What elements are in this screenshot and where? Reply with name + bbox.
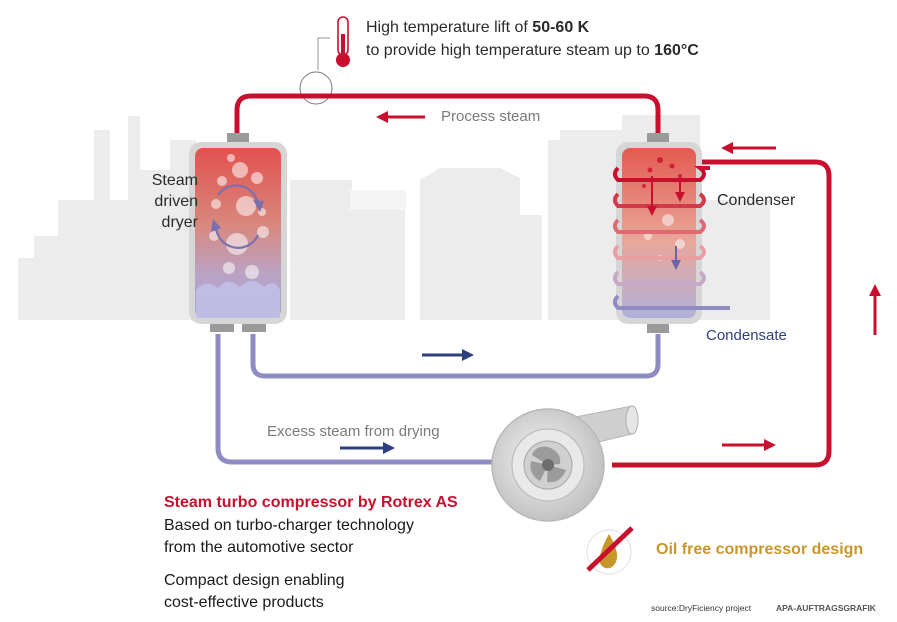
turbo-compressor-icon: [491, 405, 639, 522]
excess-steam-label: Excess steam from drying: [267, 423, 440, 440]
source-credit: source:DryFiciency project: [651, 603, 752, 613]
return-arrow-right: [869, 284, 881, 335]
dryer-label-line-1: Steam: [151, 172, 198, 189]
header-line-1: High temperature lift of 50-60 K: [366, 19, 589, 37]
dryer-label-line-3: dryer: [161, 214, 198, 231]
magnifier-circle: [299, 71, 333, 105]
header-line-2-text: to provide high temperature steam up to: [366, 42, 655, 59]
dryer-label-line-2: driven: [154, 193, 198, 210]
process-steam-label: Process steam: [441, 108, 541, 125]
compressor-desc-line-2: from the automotive sector: [164, 539, 354, 556]
return-arrow-top: [721, 142, 776, 154]
header-line-1-value: 50-60 K: [532, 19, 590, 36]
excess-steam-pipe: [215, 334, 492, 465]
dryer-label: Steam driven dryer: [118, 170, 198, 233]
header-line-1-text: High temperature lift of: [366, 19, 533, 36]
apa-credit: APA-AUFTRAGSGRAFIK: [776, 603, 876, 613]
steam-dryer-tank: [189, 133, 287, 332]
compact-line-1: Compact design enabling: [164, 572, 345, 589]
no-oil-icon: [586, 526, 634, 575]
condenser-tank: [613, 133, 790, 333]
header-line-2-value: 160°C: [654, 42, 699, 59]
thermometer-icon: [317, 16, 350, 70]
header-line-2: to provide high temperature steam up to …: [366, 42, 699, 60]
condensate-pipe: [250, 334, 661, 379]
compressor-title: Steam turbo compressor by Rotrex AS: [164, 494, 458, 511]
compressor-desc-line-1: Based on turbo-charger technology: [164, 517, 414, 534]
excess-steam-arrow: [340, 442, 395, 454]
compact-line-2: cost-effective products: [164, 594, 324, 611]
condensate-label: Condensate: [706, 327, 787, 344]
condensate-arrow: [422, 349, 474, 361]
condenser-label: Condenser: [717, 192, 796, 209]
process-steam-arrow: [376, 111, 425, 123]
compressed-steam-pipe: [612, 159, 832, 468]
compressed-arrow: [722, 439, 776, 451]
process-steam-pipe: [234, 93, 661, 134]
oil-free-label: Oil free compressor design: [656, 541, 864, 558]
